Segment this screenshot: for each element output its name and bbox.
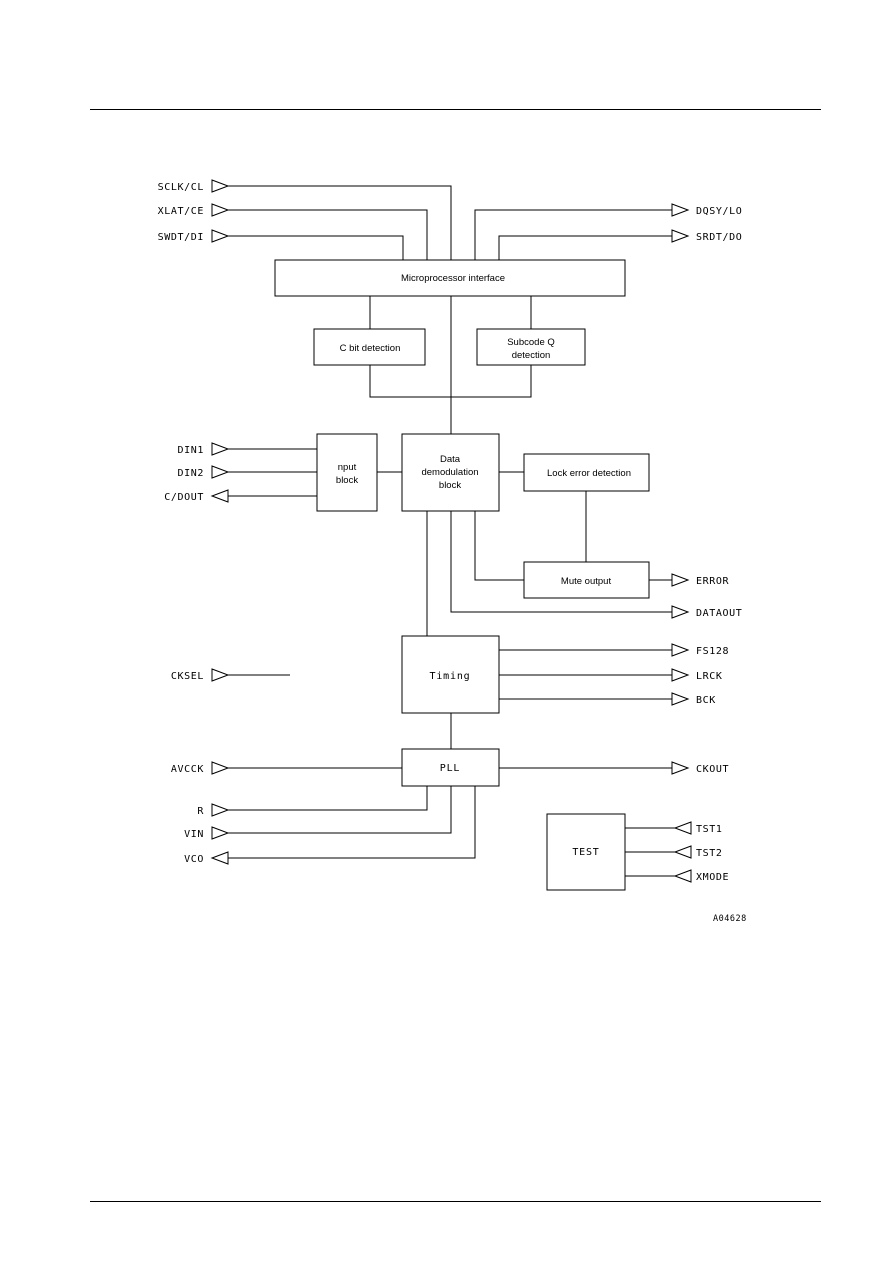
timing-block (401, 635, 500, 714)
pin-srdt-do-icon (671, 229, 690, 243)
pin-din2-label: DIN2 (178, 468, 204, 479)
test-block (546, 813, 626, 891)
wire-srdt (498, 235, 672, 260)
pll-block (401, 748, 500, 787)
pin-lrck-label: LRCK (696, 671, 722, 682)
pin-xlat-ce-icon (211, 203, 230, 217)
pin-sclk-cl-icon (211, 179, 230, 193)
pin-swdt-di-icon (211, 229, 230, 243)
pin-srdt-do-label: SRDT/DO (696, 232, 742, 243)
pin-avcck-label: AVCCK (171, 764, 204, 775)
timing-label: Timing (430, 671, 471, 682)
wire-vco (228, 786, 476, 859)
blocks (274, 259, 650, 891)
pin-din1-icon (211, 442, 230, 456)
input-block-label-line1: nput (338, 462, 357, 473)
pin-din1-label: DIN1 (178, 445, 204, 456)
pin-vco-icon (210, 851, 229, 865)
input-block (316, 433, 378, 512)
pin-avcck-icon (211, 761, 230, 775)
pin-cksel-label: CKSEL (171, 671, 204, 682)
figure-code: A04628 (713, 914, 747, 924)
wire-dqsy (474, 209, 672, 260)
pin-fs128-label: FS128 (696, 646, 729, 657)
c-bit-detection-label: C bit detection (340, 343, 401, 354)
right-pins: DQSY/LO SRDT/DO ERROR DATAOUT FS128 LRCK… (671, 203, 742, 883)
pin-error-label: ERROR (696, 576, 729, 587)
pin-dqsy-lo-label: DQSY/LO (696, 206, 742, 217)
header-rule (90, 109, 821, 110)
pin-cksel-icon (211, 668, 230, 682)
pin-c-dout-icon (210, 489, 229, 503)
pin-dataout-icon (671, 605, 690, 619)
demod-label-line2: demodulation (421, 467, 478, 478)
pin-vco-label: VCO (184, 854, 204, 865)
wire-r (228, 786, 428, 811)
subcode-q-detection-block (476, 328, 586, 366)
pin-fs128-icon (671, 643, 690, 657)
pin-vin-label: VIN (184, 829, 204, 840)
lock-error-detection-block (523, 453, 650, 492)
test-label: TEST (572, 847, 599, 858)
pin-vin-icon (211, 826, 230, 840)
pin-sclk-cl-label: SCLK/CL (158, 182, 204, 193)
pin-error-icon (671, 573, 690, 587)
block-labels: Microprocessor interface C bit detection… (336, 273, 631, 858)
pin-bck-label: BCK (696, 695, 716, 706)
wire-sclk (228, 185, 452, 260)
lock-error-label: Lock error detection (547, 468, 631, 479)
pin-din2-icon (211, 465, 230, 479)
input-block-label-line2: block (336, 475, 358, 486)
connection-lines (228, 185, 675, 877)
pin-ckout-label: CKOUT (696, 764, 729, 775)
pin-xmode-icon (673, 869, 692, 883)
microprocessor-interface-label: Microprocessor interface (401, 273, 505, 284)
pin-tst2-icon (673, 845, 692, 859)
left-pins: SCLK/CL XLAT/CE SWDT/DI DIN1 DIN2 C/DOUT… (158, 179, 230, 865)
c-bit-detection-block (313, 328, 426, 366)
wire-swdt (228, 235, 404, 260)
mute-output-label: Mute output (561, 576, 612, 587)
data-demodulation-block (401, 433, 500, 512)
pin-xmode-label: XMODE (696, 872, 729, 883)
mute-output-block (523, 561, 650, 599)
pin-xlat-ce-label: XLAT/CE (158, 206, 204, 217)
pin-swdt-di-label: SWDT/DI (158, 232, 204, 243)
wire-detect-return (369, 365, 532, 398)
demod-label-line1: Data (440, 454, 461, 465)
subcode-q-label-line2: detection (512, 350, 551, 361)
pin-dqsy-lo-icon (671, 203, 690, 217)
pin-c-dout-label: C/DOUT (164, 492, 204, 503)
wire-demod-mute (474, 511, 524, 581)
wire-dataout (450, 511, 672, 613)
pin-tst2-label: TST2 (696, 848, 722, 859)
pin-tst1-icon (673, 821, 692, 835)
pin-bck-icon (671, 692, 690, 706)
demod-label-line3: block (439, 480, 461, 491)
microprocessor-interface-block (274, 259, 626, 297)
pin-r-label: R (197, 806, 204, 817)
subcode-q-label-line1: Subcode Q (507, 337, 555, 348)
pll-label: PLL (440, 763, 460, 774)
pin-lrck-icon (671, 668, 690, 682)
pin-tst1-label: TST1 (696, 824, 722, 835)
pin-ckout-icon (671, 761, 690, 775)
pin-dataout-label: DATAOUT (696, 608, 742, 619)
footer-rule (90, 1201, 821, 1202)
wire-vin (228, 786, 452, 834)
wire-xlat (228, 209, 428, 260)
pin-r-icon (211, 803, 230, 817)
